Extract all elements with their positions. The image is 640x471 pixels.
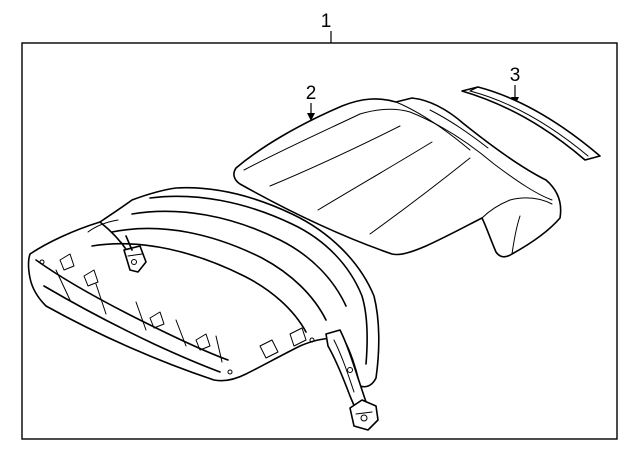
callout-2-group: 2: [306, 83, 317, 121]
callout-2-arrow: [307, 113, 315, 121]
callout-2-label: 2: [306, 83, 317, 104]
callout-1-label: 1: [321, 11, 332, 32]
callout-3-label: 3: [510, 65, 521, 86]
part-top-frame: [27, 186, 380, 431]
assembly-frame-box: [21, 42, 618, 440]
part-2-top-cover: [233, 97, 562, 258]
part-3-seal-strip: [461, 86, 601, 161]
callout-1-group: 1: [321, 11, 332, 43]
